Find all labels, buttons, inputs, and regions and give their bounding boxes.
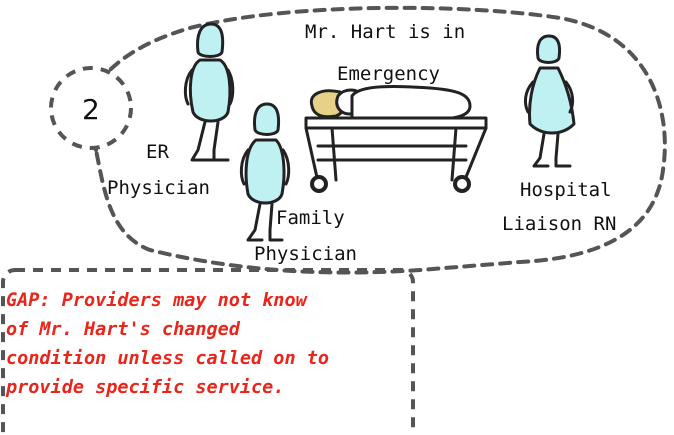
stretcher-with-patient — [304, 84, 488, 193]
gap-note-box — [1, 268, 415, 435]
step-number: 2 — [82, 93, 100, 126]
gap-note: GAP: Providers may not know of Mr. Hart'… — [6, 286, 410, 402]
gap-note-line: GAP: Providers may not know — [6, 290, 307, 311]
step-circle — [49, 66, 133, 150]
scene-caption-line2: Emergency — [337, 63, 440, 85]
hospital-liaison-label-line1: Hospital — [520, 179, 612, 201]
hospital-liaison-label-line2: Liaison RN — [502, 213, 617, 235]
family-physician-figure — [239, 102, 291, 242]
gap-note-line: of Mr. Hart's changed — [6, 319, 240, 340]
er-physician-label-line1: ER — [146, 141, 169, 163]
gap-note-line: provide specific service. — [6, 377, 285, 398]
er-physician-figure — [183, 22, 235, 162]
scene-caption-line1: Mr. Hart is in — [305, 21, 466, 43]
family-physician-label-line1: Family — [276, 207, 345, 229]
gap-note-line: condition unless called on to — [6, 348, 330, 369]
scene-cloud-outline — [84, 5, 667, 275]
hospital-liaison-figure — [523, 34, 576, 168]
family-physician-label-line2: Physician — [254, 243, 357, 265]
er-physician-label-line2: Physician — [107, 177, 210, 199]
